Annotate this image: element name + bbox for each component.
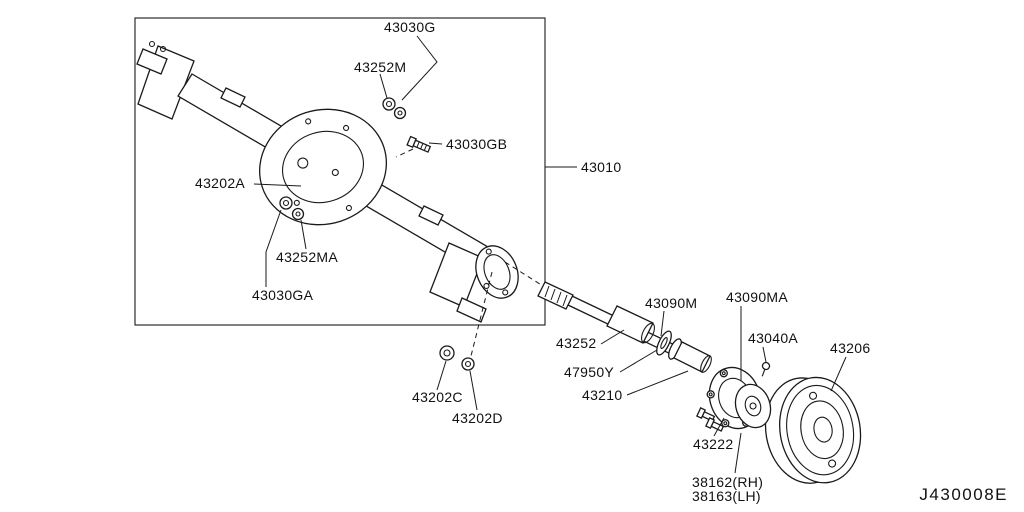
- axle-housing-drawing: [136, 40, 519, 323]
- part-label-43040A: 43040A: [748, 330, 798, 346]
- part-label-43030G: 43030G: [384, 19, 436, 35]
- hub-drawing: [696, 366, 772, 432]
- hub-bolt-drawing: [761, 361, 771, 377]
- part-label-43090M: 43090M: [645, 295, 697, 311]
- wheel-stud-drawing: [705, 417, 725, 432]
- part-label-43202A: 43202A: [195, 175, 245, 191]
- alignment-dashed-lines: [395, 148, 544, 357]
- part-labels: 43030G 43252M 43030GB 43010 43202A 43252…: [195, 19, 870, 504]
- nut-washer-top-drawing: [382, 97, 407, 120]
- differential-housing-drawing: [258, 108, 388, 226]
- part-label-43222: 43222: [693, 436, 733, 452]
- part-label-38163: 38163(LH): [692, 488, 761, 504]
- part-label-43010: 43010: [581, 159, 621, 175]
- leader-lines: [253, 35, 847, 474]
- bearing-assembly-drawing: [606, 305, 712, 373]
- part-label-43252MA: 43252MA: [276, 249, 338, 265]
- part-label-43090MA: 43090MA: [726, 289, 788, 305]
- part-label-43252M: 43252M: [354, 59, 406, 75]
- part-label-43202C: 43202C: [412, 389, 463, 405]
- nut-lower-drawing: [439, 345, 475, 371]
- drawing-code: J430008E: [919, 485, 1008, 504]
- part-label-43202D: 43202D: [452, 410, 503, 426]
- brake-drum-drawing: [764, 376, 862, 484]
- part-label-43206: 43206: [830, 340, 870, 356]
- part-label-38162: 38162(RH): [692, 474, 763, 490]
- axle-end-flange-drawing: [475, 245, 519, 299]
- bolt-drawing: [406, 135, 432, 153]
- part-label-43030GB: 43030GB: [446, 136, 507, 152]
- part-label-47950Y: 47950Y: [564, 364, 614, 380]
- detail-boundary-box: [134, 17, 546, 326]
- part-label-43030GA: 43030GA: [252, 287, 314, 303]
- part-label-43252: 43252: [556, 335, 596, 351]
- nut-washer-mid-drawing: [279, 196, 305, 221]
- part-label-43210: 43210: [582, 387, 622, 403]
